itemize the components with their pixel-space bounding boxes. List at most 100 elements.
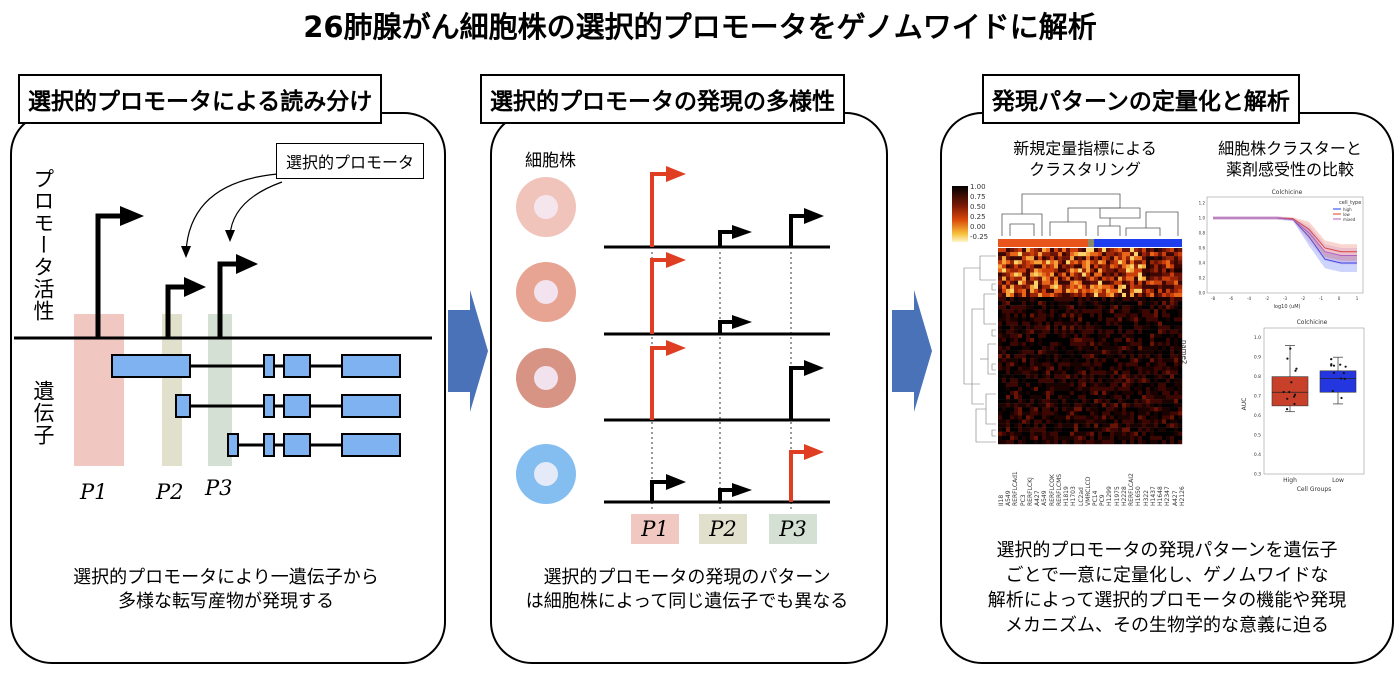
heatmap-cell [1142,329,1147,334]
heatmap-cell [1106,272,1111,277]
heatmap-cell [1178,272,1183,277]
heatmap-cell [1090,350,1095,355]
heatmap-cell [1070,276,1075,281]
heatmap-cell [1146,317,1151,322]
heatmap-cell [1030,390,1035,396]
heatmap-cell [1142,346,1147,351]
box-point [1342,371,1345,375]
heatmap-cell [1054,346,1059,351]
heatmap-cell [1110,423,1115,428]
heatmap-cell [1130,264,1135,269]
heatmap-cell [1134,354,1139,359]
heatmap-cell [1090,382,1095,388]
heatmap-cell [1106,288,1111,294]
heatmap-cell [1034,395,1039,400]
heatmap-cell [1002,346,1007,351]
heatmap-cell [1010,354,1015,359]
heatmap-cell [1090,435,1095,441]
heatmap-cell [1030,325,1035,330]
heatmap-cell [1046,407,1051,412]
heatmap-cell [1086,280,1091,285]
line-x-tick: -3 [1283,296,1287,301]
heatmap-cell [1038,280,1043,285]
heatmap-cell [1062,248,1067,253]
heatmap-cell-line-label: PC14 [1092,490,1099,506]
heatmap-cell [1126,325,1131,330]
heatmap-cell [1178,297,1183,302]
heatmap-cell [1102,341,1107,347]
heatmap-cell [1070,382,1075,388]
heatmap-cell [1086,341,1091,347]
heatmap-cell [1122,366,1127,371]
heatmap-cell [1078,305,1083,310]
heatmap-cell [1014,423,1019,428]
heatmap-cell [1026,321,1031,326]
heatmap-cell [1094,329,1099,334]
heatmap-cell [1146,280,1151,285]
heatmap-cell [1170,333,1175,339]
colorbar-tick-2: 0.50 [970,203,986,211]
heatmap-cell [1118,248,1123,253]
heatmap-cell [1146,395,1151,400]
heatmap-cell [1138,292,1143,298]
heatmap-cell [1126,439,1131,445]
heatmap-cell [1138,382,1143,388]
heatmap-cell [1178,301,1183,306]
heatmap-cell [1046,411,1051,416]
heatmap-cell [1174,362,1179,367]
heatmap-cell [1174,313,1179,318]
heatmap-cell [1138,264,1143,269]
heatmap-cell [1166,301,1171,306]
heatmap-cell [998,321,1003,326]
heatmap-cell [1142,313,1147,318]
heatmap-cell [1018,341,1023,347]
heatmap-cell [1010,256,1015,261]
heatmap-cell [1110,256,1115,261]
heatmap-cell [1050,317,1055,322]
heatmap-cell [1070,390,1075,396]
heatmap-cell-line-label: H2126 [1178,486,1186,506]
heatmap-cell [1146,313,1151,318]
box-Low [1319,370,1357,393]
heatmap-cell [1090,374,1095,379]
heatmap-cell [1178,439,1183,445]
heatmap-cell [1038,346,1043,351]
heatmap-cell [1126,321,1131,326]
heatmap-cell-line-label: H1703 [1070,486,1078,506]
heatmap-cell [1006,431,1011,437]
heatmap-cell [1058,399,1063,404]
heatmap-cell [1162,427,1167,432]
heatmap-cell [1042,435,1047,441]
heatmap-cell [1154,264,1159,269]
heatmap-cell [1066,411,1071,416]
heatmap-cell [1098,297,1103,302]
heatmap-cell [1082,390,1087,396]
heatmap-cell [1014,403,1019,408]
heatmap-cell [1082,292,1087,298]
heatmap-cell [1150,301,1155,306]
heatmap-cell [1158,390,1163,396]
heatmap-cell [1082,333,1087,339]
heatmap-cell [998,341,1003,347]
heatmap-cell [1126,252,1131,257]
heatmap-cell [1098,309,1103,314]
heatmap-cell [1106,341,1111,347]
heatmap-cell [1090,264,1095,269]
heatmap-cell [1142,301,1147,306]
heatmap-cell [1066,386,1071,392]
heatmap-cell [1178,329,1183,334]
heatmap-cell [1158,272,1163,277]
heatmap-cell [1014,427,1019,432]
heatmap-cell [1150,329,1155,334]
heatmap-cell [1006,321,1011,326]
heatmap-cell [1038,419,1043,424]
heatmap-cell [1166,358,1171,363]
heatmap-cell [1098,386,1103,392]
heatmap-cell [1154,386,1159,392]
heatmap-cell [1126,305,1131,310]
promoter-callout-box: 選択的プロモータ [276,143,425,179]
heatmap-cell [1062,386,1067,392]
heatmap-cell [1146,264,1151,269]
heatmap-cell [1078,337,1083,343]
